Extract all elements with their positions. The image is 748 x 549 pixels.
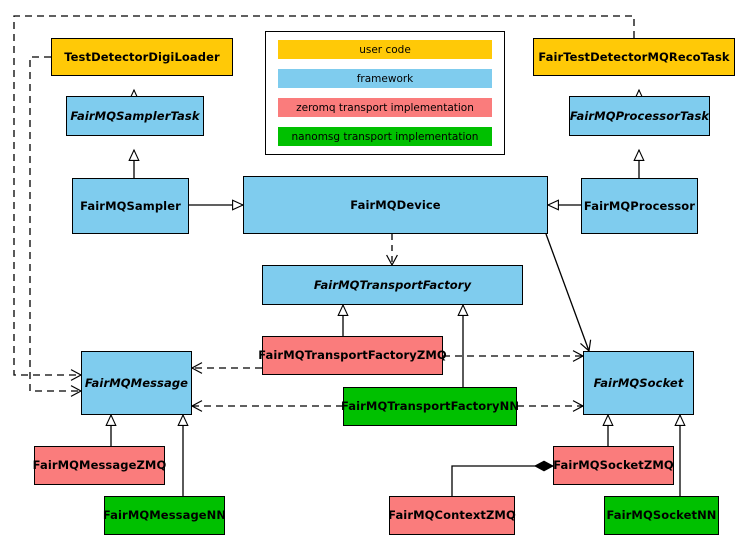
class-node-fairmqprocessor[interactable]: FairMQProcessor	[581, 178, 698, 234]
class-node-fairmqtransportfactory[interactable]: FairMQTransportFactory	[262, 265, 523, 305]
class-node-fairmqtransportfactoryzmq[interactable]: FairMQTransportFactoryZMQ	[258, 336, 447, 375]
class-node-fairtestdetectormqrecotask[interactable]: FairTestDetectorMQRecoTask	[533, 38, 735, 76]
legend-item-zeromq: zeromq transport implementation	[278, 98, 492, 117]
edge-contextzmq-to-socketzmq	[451, 466, 553, 496]
class-node-testdetectordigiloader[interactable]: TestDetectorDigiLoader	[51, 38, 233, 76]
class-node-fairmqsocket[interactable]: FairMQSocket	[583, 351, 694, 415]
class-node-fairmqmessagezmq[interactable]: FairMQMessageZMQ	[33, 446, 166, 485]
class-node-fairmqprocessortask[interactable]: FairMQProcessorTask	[569, 96, 710, 136]
class-node-fairmqcontextzmq[interactable]: FairMQContextZMQ	[388, 496, 516, 535]
class-node-fairmqmessage[interactable]: FairMQMessage	[81, 351, 192, 415]
legend-item-framework: framework	[278, 69, 492, 88]
class-node-fairmqsocketzmq[interactable]: FairMQSocketZMQ	[553, 446, 674, 485]
class-node-fairmqsocketnn[interactable]: FairMQSocketNN	[604, 496, 719, 535]
legend: user code framework zeromq transport imp…	[265, 31, 505, 155]
class-node-fairmqmessagenn[interactable]: FairMQMessageNN	[103, 496, 226, 535]
class-node-fairmqdevice[interactable]: FairMQDevice	[243, 176, 548, 234]
legend-item-user-code: user code	[278, 40, 492, 59]
class-node-fairmqsamplertask[interactable]: FairMQSamplerTask	[66, 96, 204, 136]
edge-device-to-socket	[545, 233, 592, 353]
legend-item-nanomsg: nanomsg transport implementation	[278, 127, 492, 146]
class-node-fairmqtransportfactorynn[interactable]: FairMQTransportFactoryNN	[341, 387, 519, 426]
class-node-fairmqsampler[interactable]: FairMQSampler	[72, 178, 189, 234]
